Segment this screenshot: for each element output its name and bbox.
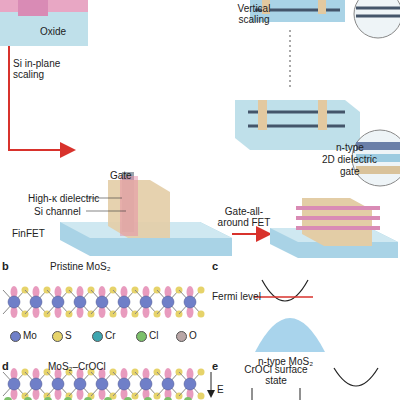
annotation-label: gate (340, 166, 359, 177)
panel-letter: b (2, 261, 9, 272)
gaa-device (270, 198, 398, 258)
s-atom (198, 287, 205, 294)
cl-atom (144, 397, 152, 400)
mo-atom (74, 296, 86, 308)
legend-label: O (189, 330, 197, 341)
cl-atom (124, 397, 132, 400)
mo-atom (118, 378, 130, 390)
mo-atom (162, 378, 174, 390)
s-atom (198, 369, 205, 376)
s-atom (198, 393, 205, 400)
annotation-label: Gate (110, 170, 132, 181)
annotation-label: Vertical scaling (230, 3, 278, 25)
legend-swatch (10, 331, 21, 342)
mo-atom (74, 378, 86, 390)
mo-atom (96, 296, 108, 308)
legend-swatch (136, 331, 147, 342)
annotation-label: n-type (336, 142, 364, 153)
mo-atom (118, 296, 130, 308)
mo-atom (162, 296, 174, 308)
mo-atom (30, 296, 42, 308)
panel-letter: e (212, 361, 218, 372)
mo-atom (52, 296, 64, 308)
mo-atom (52, 378, 64, 390)
annotation-label: CrOCl surface state (243, 364, 309, 386)
cl-atom (24, 397, 32, 400)
atomic-structure (3, 286, 205, 400)
oxide-block (0, 0, 88, 46)
annotation-label: Si in-plane scaling (13, 58, 61, 80)
mo-atom (140, 296, 152, 308)
vertical-stack (235, 0, 400, 186)
cl-atom (164, 397, 172, 400)
cl-atom (104, 397, 112, 400)
mo-atom (8, 378, 20, 390)
finfet-device (60, 172, 232, 256)
scaling-arrow (9, 46, 72, 150)
annotation-label: E (217, 384, 224, 395)
legend-swatch (176, 331, 187, 342)
legend-label: S (65, 330, 72, 341)
panel-letter: c (212, 261, 218, 272)
annotation-label: FinFET (12, 228, 45, 239)
legend-label: Cr (105, 330, 116, 341)
cl-atom (44, 397, 52, 400)
mo-atom (184, 378, 196, 390)
cl-atom (4, 397, 12, 400)
mo-atom (30, 378, 42, 390)
legend-swatch (52, 331, 63, 342)
cl-atom (84, 397, 92, 400)
mo-atom (96, 378, 108, 390)
legend-label: Mo (23, 330, 37, 341)
s-atom (198, 311, 205, 318)
annotation-label: Gate-all-around FET (214, 206, 274, 228)
legend-label: Cl (149, 330, 158, 341)
annotation-label: Pristine MoS₂ (50, 261, 111, 272)
annotation-label: Si channel (34, 206, 81, 217)
annotation-label: 2D dielectric (322, 154, 377, 165)
mo-atom (184, 296, 196, 308)
mo-atom (140, 378, 152, 390)
panel-letter: d (2, 361, 9, 372)
cl-atom (64, 397, 72, 400)
annotation-label: MoS₂–CrOCl (48, 361, 106, 372)
mo-atom (8, 296, 20, 308)
annotation-label: Oxide (40, 26, 66, 37)
scaling-arrow (232, 233, 268, 235)
band-diagram (254, 280, 325, 352)
annotation-label: Fermi level (212, 291, 261, 302)
legend-swatch (92, 331, 103, 342)
cl-atom (184, 397, 192, 400)
annotation-label: High-κ dielectric (28, 193, 99, 204)
